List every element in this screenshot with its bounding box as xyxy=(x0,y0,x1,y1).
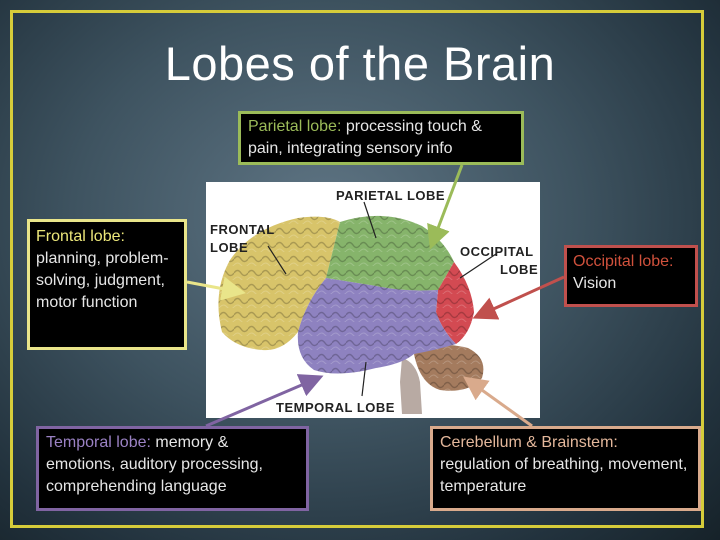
diagram-label-frontal-1: FRONTAL xyxy=(210,222,275,237)
callout-frontal: Frontal lobe: planning, problem-solving,… xyxy=(27,219,187,350)
diagram-label-frontal-2: LOBE xyxy=(210,240,248,255)
brain-diagram: PARIETAL LOBE FRONTAL LOBE OCCIPITAL LOB… xyxy=(206,182,540,418)
callout-parietal-description: processing touch & pain, integrating sen… xyxy=(248,118,482,157)
callout-temporal-description: memory & emotions, auditory processing, … xyxy=(46,434,263,495)
callout-temporal: Temporal lobe: memory & emotions, audito… xyxy=(36,426,309,511)
diagram-label-occipital-2: LOBE xyxy=(500,262,538,277)
callout-cerebellum-description: regulation of breathing, movement, tempe… xyxy=(440,456,688,495)
slide-title: Lobes of the Brain xyxy=(164,37,556,90)
callout-occipital: Occipital lobe: Vision xyxy=(564,245,698,307)
diagram-label-occipital-1: OCCIPITAL xyxy=(460,244,534,259)
callout-occipital-description: Vision xyxy=(573,275,617,292)
diagram-label-parietal: PARIETAL LOBE xyxy=(336,188,445,203)
callout-parietal-name: Parietal lobe: xyxy=(248,118,342,135)
callout-parietal: Parietal lobe: processing touch & pain, … xyxy=(238,111,524,165)
callout-cerebellum: Cerebellum & Brainstem: regulation of br… xyxy=(430,426,701,511)
callout-occipital-name: Occipital lobe: xyxy=(573,253,674,270)
callout-frontal-description: planning, problem-solving, judgment, mot… xyxy=(36,250,169,311)
callout-cerebellum-name: Cerebellum & Brainstem: xyxy=(440,434,618,451)
brain-illustration: PARIETAL LOBE FRONTAL LOBE OCCIPITAL LOB… xyxy=(210,188,538,415)
diagram-label-temporal: TEMPORAL LOBE xyxy=(276,400,395,415)
slide-border xyxy=(10,10,704,528)
callout-frontal-name: Frontal lobe: xyxy=(36,228,125,245)
brainstem-region xyxy=(400,358,422,414)
callout-temporal-name: Temporal lobe: xyxy=(46,434,151,451)
